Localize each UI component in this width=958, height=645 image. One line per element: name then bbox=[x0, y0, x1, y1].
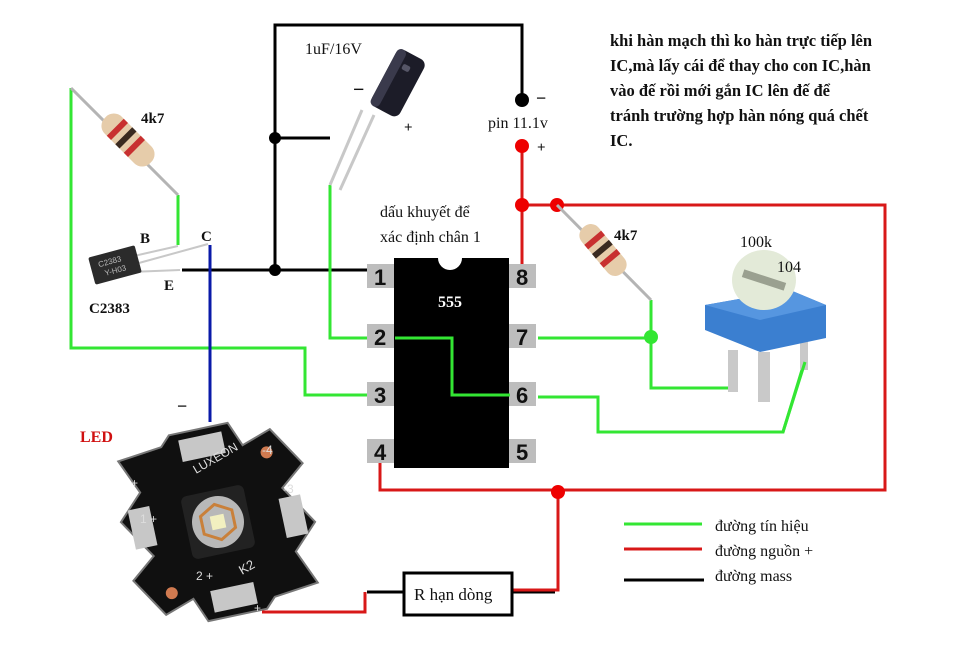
signal-wire-pot-end bbox=[598, 361, 807, 434]
battery-minus-sign: − bbox=[536, 88, 546, 108]
note-line-2: IC,mà lấy cái để thay cho con IC,hàn bbox=[610, 56, 871, 75]
legend: đường tín hiệu đường nguồn + đường mass bbox=[624, 518, 813, 585]
transistor-pin-e: E bbox=[164, 278, 174, 294]
ic-notch-note-line1: dấu khuyết để bbox=[380, 204, 471, 221]
capacitor: 1uF/16V − + bbox=[305, 41, 425, 191]
junction-ground-top bbox=[269, 132, 281, 144]
note-line-4: tránh trường hợp hàn nóng quá chết bbox=[610, 106, 869, 125]
resistor-base-value: 4k7 bbox=[141, 111, 165, 127]
led-pad-1: 1 + bbox=[140, 512, 157, 526]
transistor: C2383 Y-H03 B C E C2383 bbox=[88, 229, 212, 317]
led-pad-plus-bottom: + bbox=[254, 601, 261, 615]
led-positive-lead bbox=[262, 592, 367, 614]
led-model: K2 bbox=[236, 557, 257, 578]
ic-pin-3: 3 bbox=[374, 383, 386, 408]
capacitor-value: 1uF/16V bbox=[305, 41, 362, 58]
current-limit-resistor-label: R hạn dòng bbox=[414, 585, 493, 604]
ic-pin-7: 7 bbox=[516, 325, 528, 350]
led-star: LUXEON K2 1 + 2 + -3 -4 + + bbox=[116, 421, 320, 623]
junction-signal-pin7 bbox=[644, 330, 658, 344]
led-label: LED bbox=[80, 429, 113, 446]
led-pad-2: 2 + bbox=[196, 569, 213, 583]
transistor-pin-b: B bbox=[140, 231, 150, 247]
battery-label: pin 11.1v bbox=[488, 115, 548, 132]
ic-pin-1: 1 bbox=[374, 265, 386, 290]
note-line-5: IC. bbox=[610, 131, 633, 150]
capacitor-minus-sign: − bbox=[353, 79, 364, 101]
current-limit-resistor: R hạn dòng bbox=[402, 571, 514, 617]
transistor-part-number: C2383 bbox=[89, 301, 130, 317]
battery-minus-terminal bbox=[515, 93, 529, 107]
transistor-pin-c: C bbox=[201, 229, 212, 245]
power-wire-top-right bbox=[378, 203, 887, 492]
legend-label-power: đường nguồn + bbox=[715, 543, 813, 560]
led-pad-3: -3 bbox=[283, 482, 294, 496]
ic-pin-5: 5 bbox=[516, 440, 528, 465]
junction-ground-pin1 bbox=[269, 264, 281, 276]
ic-notch-note-line2: xác định chân 1 bbox=[380, 229, 481, 246]
note-line-1: khi hàn mạch thì ko hàn trực tiếp lên bbox=[610, 31, 873, 50]
battery-plus-sign: + bbox=[537, 140, 546, 156]
junctions bbox=[269, 93, 658, 499]
resistor-base: 4k7 bbox=[69, 86, 180, 197]
led-pad-plus-left: + bbox=[131, 476, 138, 490]
ic-pin-2: 2 bbox=[374, 325, 386, 350]
potentiometer-code: 104 bbox=[777, 259, 801, 276]
signal-wire-cap-pin2 bbox=[328, 185, 370, 340]
note-line-3: vào đế rồi mới gắn IC lên đế để bbox=[610, 81, 830, 100]
led-pad-4: -4 bbox=[262, 443, 273, 457]
ic-pin-4: 4 bbox=[374, 440, 387, 465]
resistor-discharge: 4k7 bbox=[555, 203, 653, 302]
resistor-discharge-value: 4k7 bbox=[614, 228, 638, 244]
led-minus-sign: − bbox=[177, 396, 187, 416]
junction-power-pin8 bbox=[515, 198, 529, 212]
power-wire-rlimit bbox=[512, 490, 560, 592]
junction-power-bottom bbox=[551, 485, 565, 499]
potentiometer-value: 100k bbox=[740, 234, 772, 251]
ic-notch bbox=[438, 258, 462, 270]
soldering-note: khi hàn mạch thì ko hàn trực tiếp lên IC… bbox=[610, 28, 955, 153]
ic-555: dấu khuyết để xác định chân 1 555 1 2 3 … bbox=[367, 204, 536, 468]
signal-wire-pin2-pin6 bbox=[395, 336, 510, 397]
capacitor-plus-sign: + bbox=[404, 120, 413, 136]
legend-label-signal: đường tín hiệu bbox=[715, 518, 809, 535]
ic-pin-6: 6 bbox=[516, 383, 528, 408]
ic-label: 555 bbox=[438, 294, 462, 311]
battery-plus-terminal bbox=[515, 139, 529, 153]
ic-pin-8: 8 bbox=[516, 265, 528, 290]
ground-wire-top-loop bbox=[273, 23, 524, 270]
signal-wire-left-loop bbox=[69, 88, 370, 397]
potentiometer: 100k 104 bbox=[705, 234, 826, 402]
legend-label-ground: đường mass bbox=[715, 568, 792, 585]
